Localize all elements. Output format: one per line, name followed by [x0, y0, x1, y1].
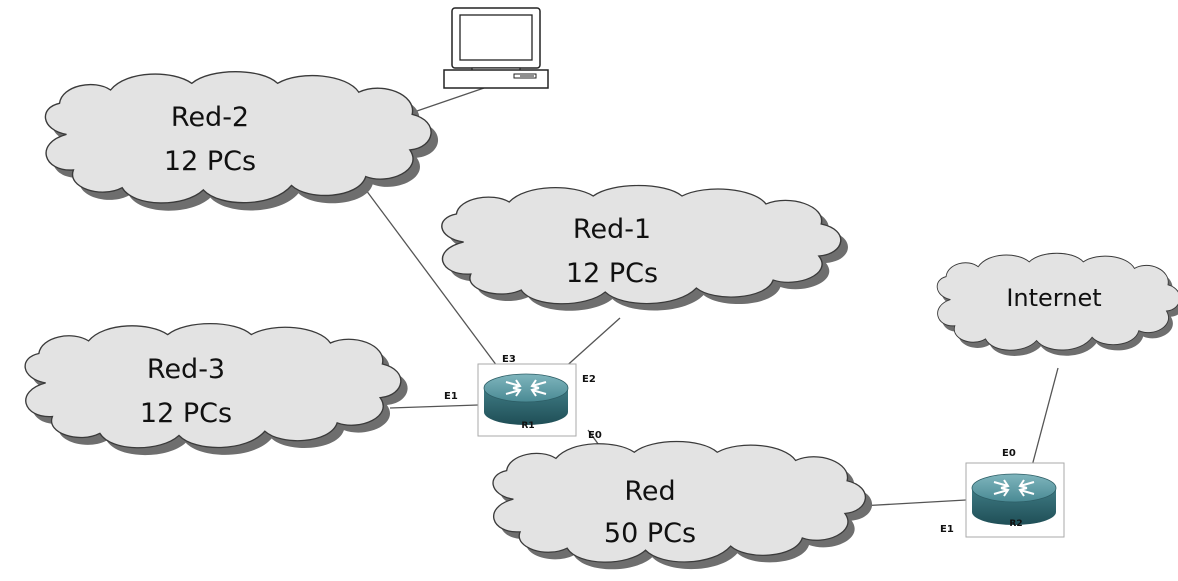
- cloud-red-count: 50 PCs: [604, 518, 696, 549]
- router-r1-label: R1: [521, 421, 534, 431]
- cloud-red-1-count: 12 PCs: [566, 258, 658, 289]
- router-r1: R1: [477, 363, 577, 437]
- r2-interface-e1: E1: [940, 524, 954, 535]
- link-red-r2: [859, 499, 967, 507]
- cloud-red-3: [24, 322, 408, 456]
- cloud-red-name: Red: [624, 476, 675, 507]
- r1-interface-e3: E3: [502, 354, 516, 365]
- r2-interface-e0: E0: [1002, 448, 1016, 459]
- link-red2-r1: [359, 181, 501, 371]
- cloud-internet-name: Internet: [1006, 284, 1101, 312]
- r1-interface-e1: E1: [444, 391, 458, 402]
- cloud-red: [492, 440, 873, 570]
- cloud-red-1: [441, 184, 848, 311]
- cloud-red-3-name: Red-3: [147, 354, 225, 385]
- r1-interface-e2: E2: [582, 374, 596, 385]
- link-red2-pc: [413, 87, 485, 113]
- r1-interface-e0: E0: [588, 430, 602, 441]
- cloud-red-2: [44, 70, 439, 211]
- router-r2-label: R2: [1009, 519, 1022, 529]
- cloud-red-2-count: 12 PCs: [164, 146, 256, 177]
- link-red3-r1: [389, 404, 479, 409]
- cloud-red-2-name: Red-2: [171, 102, 249, 133]
- computer-icon: [443, 7, 549, 89]
- link-red1-r1: [561, 317, 621, 371]
- cloud-red-3-count: 12 PCs: [140, 398, 232, 429]
- router-icon: [971, 473, 1057, 525]
- cloud-red-1-name: Red-1: [573, 214, 651, 245]
- router-r2: R2: [965, 462, 1065, 538]
- link-internet-r2: [1031, 367, 1059, 467]
- router-icon: [483, 373, 569, 425]
